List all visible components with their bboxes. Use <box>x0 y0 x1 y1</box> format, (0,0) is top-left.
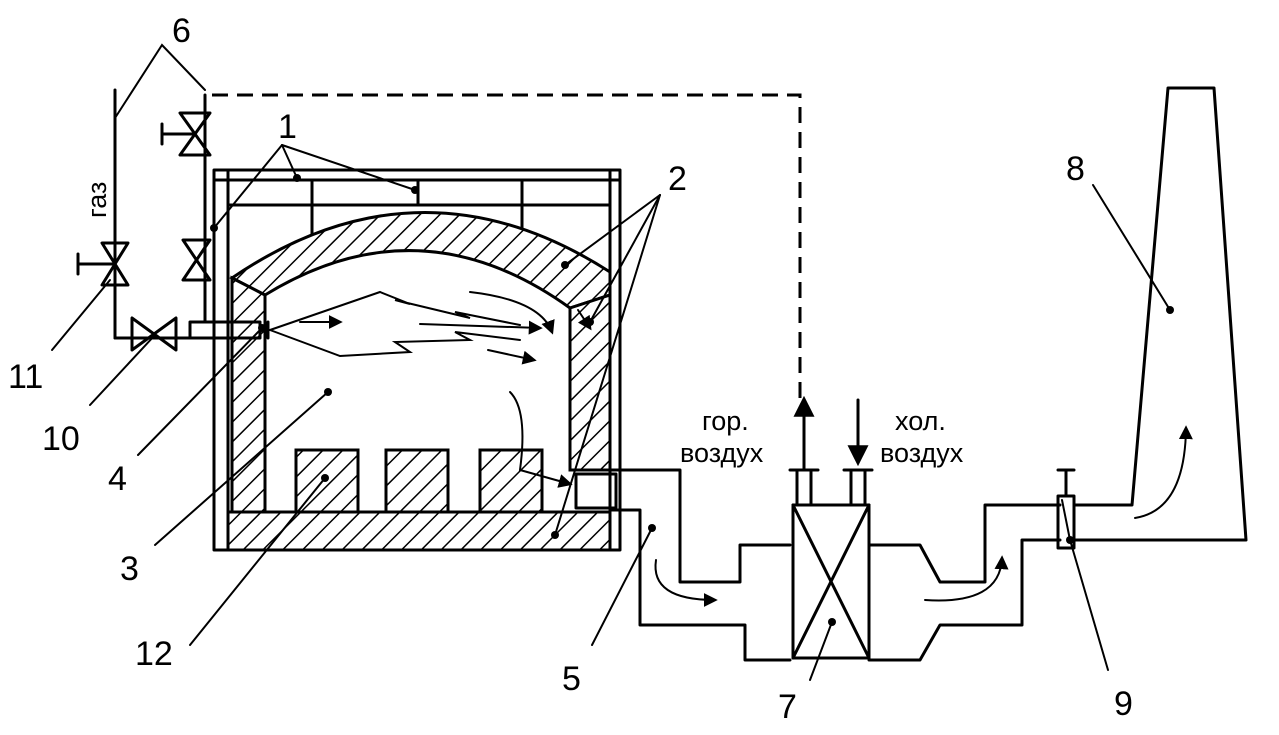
label-6: 6 <box>172 12 191 50</box>
label-gas: газ <box>82 182 112 218</box>
leader-dots <box>210 174 1174 626</box>
furnace-hearth <box>226 510 612 552</box>
label-11: 11 <box>8 358 43 396</box>
label-cold-air-2: воздух <box>880 438 964 468</box>
flue-arrow-right <box>924 555 1009 602</box>
label-5: 5 <box>562 660 581 698</box>
workpiece-3 <box>478 448 544 514</box>
label-2: 2 <box>668 160 687 198</box>
label-10: 10 <box>42 420 80 458</box>
workpiece-2 <box>384 448 450 514</box>
flue-duct <box>568 468 792 662</box>
air-valve-top <box>160 111 212 157</box>
label-7: 7 <box>778 688 797 726</box>
label-12: 12 <box>135 635 173 673</box>
gas-valve <box>76 241 130 287</box>
damper <box>1056 468 1076 550</box>
label-8: 8 <box>1066 150 1085 188</box>
burner-gas-valve <box>130 316 178 352</box>
flame-flow <box>269 290 592 488</box>
furnace-left-wall <box>230 275 267 514</box>
label-cold-air-1: хол. <box>895 406 946 436</box>
chimney <box>1072 86 1248 542</box>
leader-lines <box>51 43 1171 681</box>
label-hot-air-2: воздух <box>680 438 764 468</box>
label-9: 9 <box>1114 685 1133 723</box>
label-4: 4 <box>108 460 127 498</box>
hot-air-line <box>205 93 802 398</box>
label-hot-air-1: гор. <box>702 406 749 436</box>
label-1: 1 <box>278 108 297 146</box>
recuperator <box>788 468 1062 662</box>
label-3: 3 <box>120 550 139 588</box>
gas-pipeline <box>113 88 207 340</box>
furnace-roof <box>229 210 612 310</box>
stack-arrow <box>1134 425 1193 519</box>
flue-arrow-left <box>654 559 718 607</box>
air-valve-bottom <box>181 238 212 282</box>
